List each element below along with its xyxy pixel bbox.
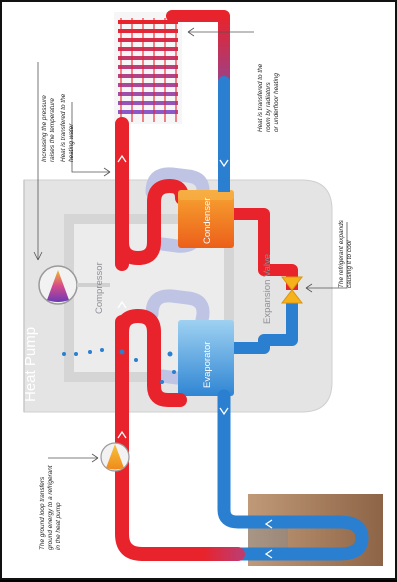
expansion-valve-label: Expansion Valve xyxy=(262,254,273,324)
ground-loop xyxy=(115,309,369,561)
compressor-label: Compressor xyxy=(94,262,105,314)
note-room-line2: room by radiators xyxy=(265,81,272,132)
note-room-line1: Heat is transfered to the xyxy=(257,63,264,132)
radiator-fin xyxy=(118,29,178,33)
leader-lines xyxy=(33,27,348,463)
radiator-fin xyxy=(118,101,178,105)
cold-refrigerant-pipe xyxy=(234,302,298,354)
radiator-fin xyxy=(118,92,178,96)
ground-loop-cold-pipe xyxy=(217,389,369,561)
note-pressure-line1: Increasing the pressure xyxy=(41,95,48,162)
radiator-fin xyxy=(118,38,178,42)
evaporator-unit xyxy=(178,320,234,396)
radiator-column xyxy=(164,18,166,122)
radiator-column xyxy=(142,18,144,122)
hot-coil-pipe xyxy=(115,179,189,265)
note-expands-line2: causing it to cool xyxy=(346,240,353,288)
arrow-up xyxy=(117,300,127,309)
refrigerant-bubbles xyxy=(62,348,176,384)
radiator-column xyxy=(120,18,122,122)
note-ground-line1: The ground loop transfers xyxy=(39,476,46,550)
radiator-fin xyxy=(118,65,178,69)
note-expands-line1: The refrigerant expands xyxy=(338,219,345,288)
condenser-water-pipe xyxy=(115,179,189,265)
arrow-left xyxy=(264,519,273,529)
ground-pump-icon xyxy=(100,442,130,472)
arrow-left xyxy=(264,549,273,559)
note-ground: The ground loop transfers ground energy … xyxy=(39,465,62,550)
condenser-unit xyxy=(178,190,234,248)
radiator-fin xyxy=(118,47,178,51)
radiator-fins xyxy=(118,18,178,122)
radiator-column xyxy=(153,18,155,122)
radiator-fin xyxy=(118,83,178,87)
expansion-valve-icon xyxy=(280,276,304,304)
evaporator-label: Evaporator xyxy=(202,342,213,388)
note-heating-water: Heat is transfered to the heating water xyxy=(60,93,75,162)
note-room: Heat is transfered to the room by radiat… xyxy=(257,63,280,132)
arrow-up xyxy=(117,154,127,163)
arrow-up xyxy=(117,430,127,439)
leader-heating-water xyxy=(71,102,110,173)
radiator-column xyxy=(131,18,133,122)
evaporator-coil-pipe xyxy=(115,309,187,407)
radiator-fin xyxy=(118,74,178,78)
radiator-fin xyxy=(118,56,178,60)
leader-expands xyxy=(306,222,348,289)
arrow-down xyxy=(219,159,229,168)
condenser-label: Condenser xyxy=(202,198,213,244)
compressor-icon xyxy=(38,265,78,305)
note-heating-water-line2: heating water xyxy=(68,123,75,162)
arrow-down xyxy=(219,407,229,416)
note-ground-line2: ground energy to a refrigerant xyxy=(47,465,54,550)
ground-loop-hot-pipe xyxy=(115,315,245,561)
radiator xyxy=(114,12,182,124)
note-pressure: Increasing the pressure raises the tempe… xyxy=(41,95,56,162)
note-ground-line3: in the heat pump xyxy=(55,502,62,550)
radiator-fin xyxy=(118,110,178,114)
note-expands: The refrigerant expands causing it to co… xyxy=(338,219,353,288)
flow-arrows xyxy=(117,154,273,559)
condenser-top xyxy=(178,190,234,200)
note-heating-water-line1: Heat is transfered to the xyxy=(60,93,67,162)
note-room-line3: or underfloor heating xyxy=(273,73,280,132)
diagram-title: Heat Pump xyxy=(22,327,39,402)
radiator-fin xyxy=(118,20,178,24)
note-pressure-line2: raises the temperature xyxy=(49,98,56,162)
radiator-column xyxy=(175,18,177,122)
